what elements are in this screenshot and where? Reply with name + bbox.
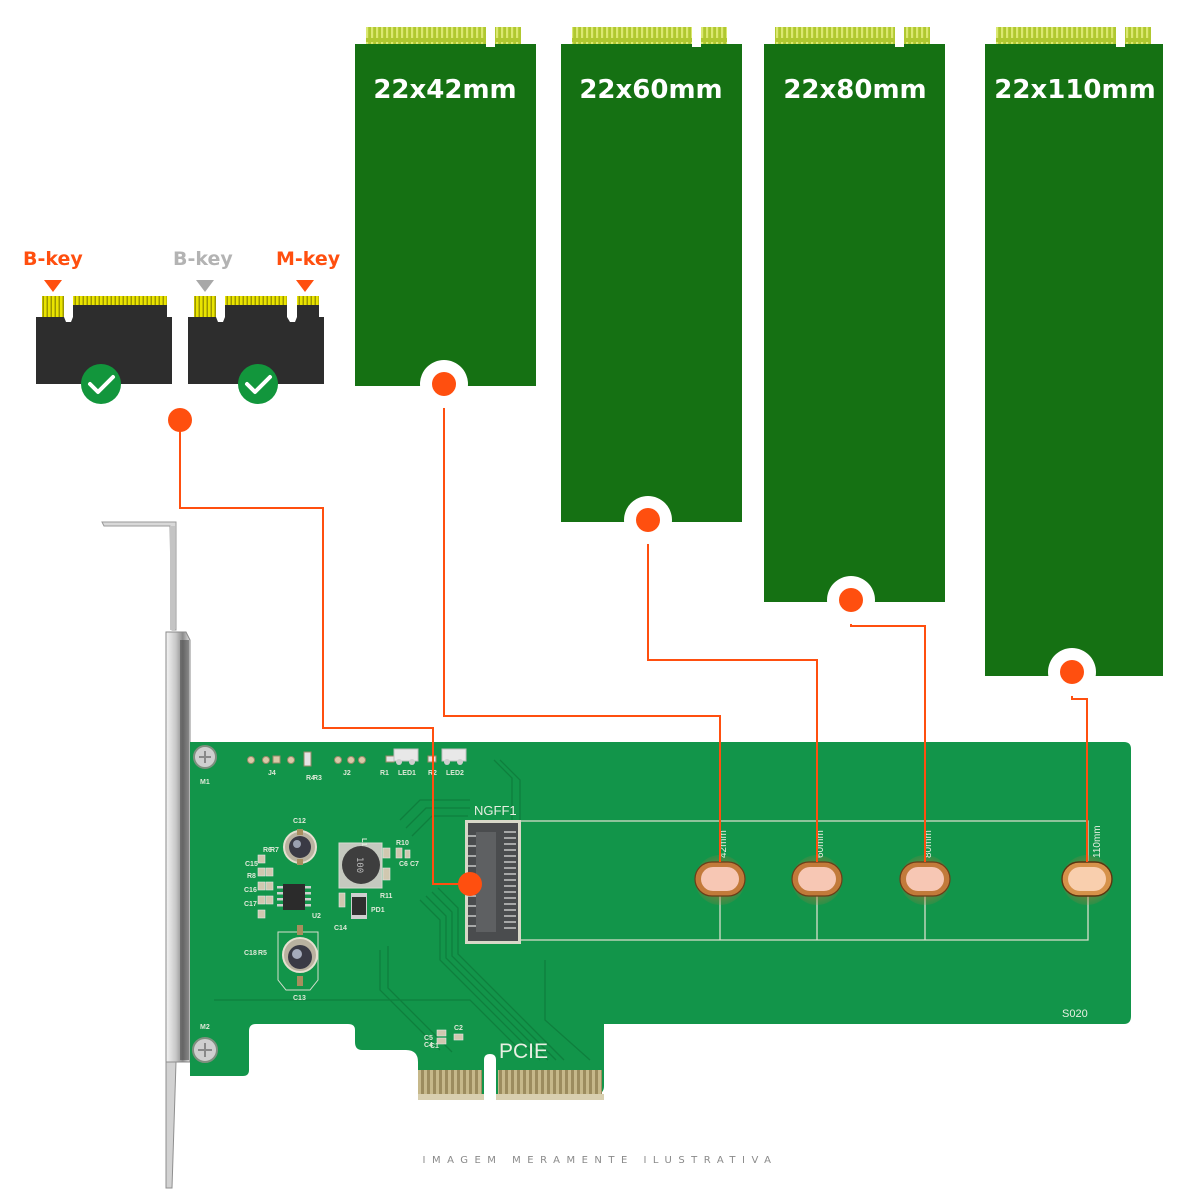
chip-u2 bbox=[277, 884, 311, 910]
m-key-label: M-key bbox=[276, 248, 341, 270]
ssd-module-60: 22x60mm bbox=[561, 27, 742, 522]
check-icon bbox=[81, 364, 121, 404]
callout-dot-60mm bbox=[636, 508, 660, 532]
capacitor-c12 bbox=[283, 829, 317, 865]
b-key-label-left: B-key bbox=[23, 248, 83, 270]
ssd-module-110: 22x110mm bbox=[985, 27, 1163, 676]
callout-line-key-to-slot bbox=[179, 420, 470, 885]
mount-pad-80mm bbox=[899, 855, 951, 905]
silk-u2: U2 bbox=[312, 913, 321, 920]
inductor-l1: 100 bbox=[338, 842, 383, 889]
silk-c17: C17 bbox=[244, 901, 257, 908]
arrow-down-icon bbox=[296, 280, 314, 292]
b-key-module-card bbox=[36, 296, 172, 384]
callout-dot-key bbox=[168, 408, 192, 432]
capacitor-c13 bbox=[277, 925, 319, 991]
mount-pad-60mm bbox=[791, 855, 843, 905]
silk-c5: C5 bbox=[424, 1035, 433, 1042]
pcie-gold-fingers bbox=[498, 1070, 602, 1098]
silk-r8: R8 bbox=[247, 873, 256, 880]
mounting-screw-m1 bbox=[193, 745, 217, 769]
callout-lines bbox=[179, 384, 1088, 885]
check-icon bbox=[238, 364, 278, 404]
silk-r11: R11 bbox=[380, 893, 393, 900]
ssd-module-42: 22x42mm bbox=[355, 27, 536, 386]
key-type-legend: B-key B-key M-key bbox=[23, 248, 341, 404]
mount-pad-110mm bbox=[1061, 855, 1113, 905]
mount-label-110mm: 110mm bbox=[1092, 825, 1103, 858]
silk-led1: LED1 bbox=[398, 770, 416, 777]
silk-c6: C6 bbox=[399, 861, 408, 868]
diode-pd1 bbox=[351, 893, 367, 919]
mount-label-80mm: 80mm bbox=[923, 830, 934, 858]
silk-r10: R10 bbox=[396, 840, 409, 847]
mount-label-60mm: 60mm bbox=[815, 830, 826, 858]
pci-bracket bbox=[101, 521, 191, 1189]
silk-c15: C15 bbox=[245, 861, 258, 868]
silk-c12: C12 bbox=[293, 818, 306, 825]
mounting-screw-m2 bbox=[192, 1037, 218, 1063]
b-key-label-right: B-key bbox=[173, 248, 233, 270]
silk-led2: LED2 bbox=[446, 770, 464, 777]
silk-c14: C14 bbox=[334, 925, 347, 932]
ssd-module-80: 22x80mm bbox=[764, 27, 945, 602]
mount-pad-42mm bbox=[694, 855, 746, 905]
silk-r5: R5 bbox=[258, 950, 267, 957]
silk-l1: L1 bbox=[360, 838, 367, 846]
silk-r7: R7 bbox=[270, 847, 279, 854]
mount-label-42mm: 42mm bbox=[718, 830, 729, 858]
silk-c18: C18 bbox=[244, 950, 257, 957]
callout-line-42mm bbox=[443, 384, 721, 862]
slot-label-ngff1: NGFF1 bbox=[474, 803, 517, 818]
silk-c13: C13 bbox=[293, 995, 306, 1002]
callout-markers bbox=[168, 360, 1096, 896]
callout-line-60mm bbox=[647, 520, 818, 862]
arrow-down-icon bbox=[44, 280, 62, 292]
pcie-adapter-board: M1 M2 J4 J2 R4 R3 R1 LED1 R2 LED2 bbox=[190, 742, 1131, 1102]
led-1 bbox=[393, 748, 419, 765]
silk-r1: R1 bbox=[380, 770, 389, 777]
arrow-down-icon bbox=[196, 280, 214, 292]
disclaimer-text: IMAGEM MERAMENTE ILUSTRATIVA bbox=[422, 1155, 778, 1166]
b-m-key-module-card bbox=[188, 296, 324, 384]
callout-dot-80mm bbox=[839, 588, 863, 612]
silk-c2: C2 bbox=[454, 1025, 463, 1032]
silk-pd1: PD1 bbox=[371, 907, 385, 914]
silk-m1: M1 bbox=[200, 779, 210, 786]
silk-r6: R6 bbox=[263, 847, 272, 854]
silk-c7: C7 bbox=[410, 861, 419, 868]
silk-m2: M2 bbox=[200, 1024, 210, 1031]
silk-j2: J2 bbox=[343, 770, 351, 777]
ssd-size-label: 22x80mm bbox=[783, 75, 926, 105]
callout-dot-42mm bbox=[432, 372, 456, 396]
silk-c4: C4 bbox=[424, 1042, 433, 1049]
board-code: S020 bbox=[1062, 1008, 1088, 1020]
silk-r3: R3 bbox=[313, 775, 322, 782]
silk-c16: C16 bbox=[244, 887, 257, 894]
silk-r4: R4 bbox=[306, 775, 315, 782]
ssd-size-label: 22x60mm bbox=[579, 75, 722, 105]
silk-c1: C1 bbox=[430, 1043, 439, 1050]
callout-dot-110mm bbox=[1060, 660, 1084, 684]
silk-inductor-code: 100 bbox=[354, 857, 364, 873]
led-2 bbox=[441, 748, 467, 765]
ssd-size-label: 22x42mm bbox=[373, 75, 516, 105]
callout-dot-slot bbox=[458, 872, 482, 896]
ssd-size-label: 22x110mm bbox=[994, 75, 1155, 105]
pcie-label: PCIE bbox=[499, 1040, 548, 1063]
silk-j4: J4 bbox=[268, 770, 276, 777]
pcie-gold-fingers bbox=[418, 1070, 482, 1098]
